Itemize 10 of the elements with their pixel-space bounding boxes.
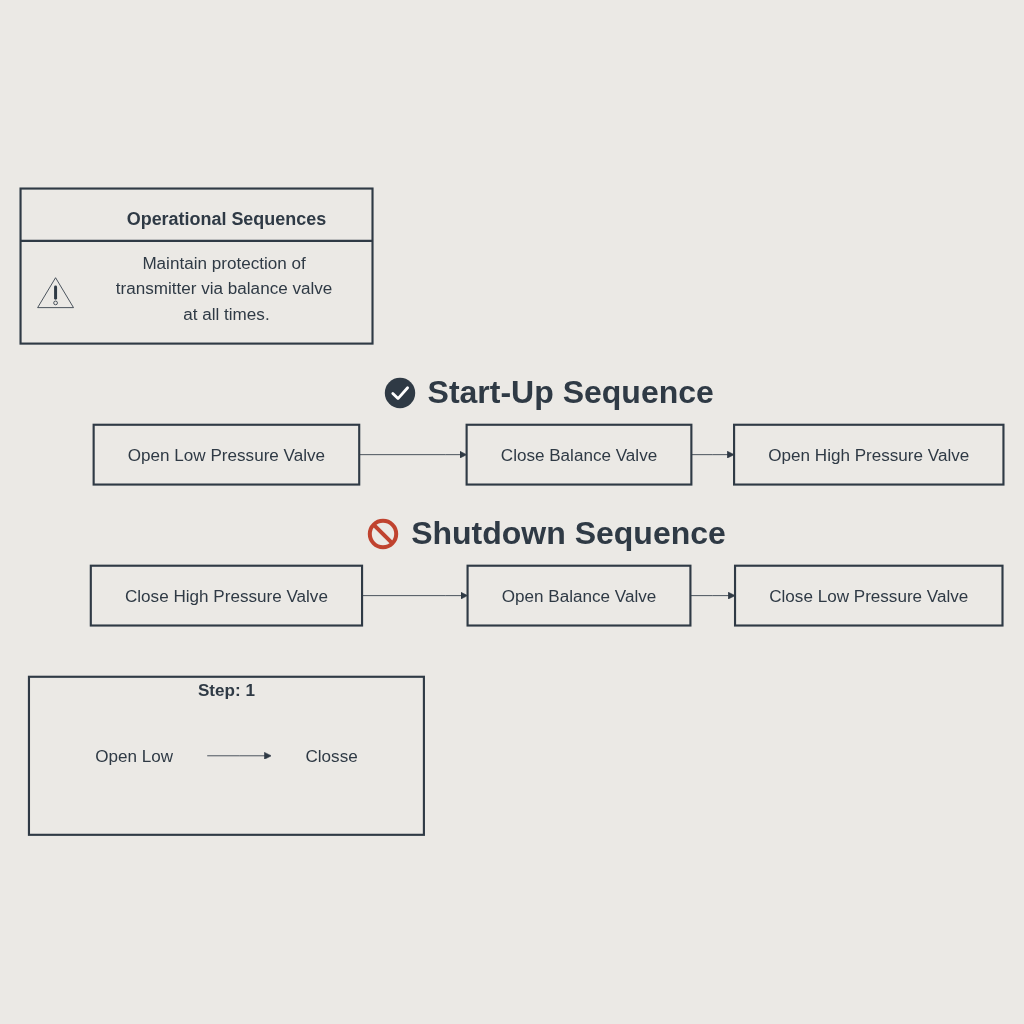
node-box: Open High Pressure Valve [733,424,1005,486]
node-box: Open Low Pressure Valve [92,424,361,486]
node-text: Open Low [95,746,174,766]
section-heading: Shutdown Sequence [411,515,726,552]
node-box: Close Balance Valve [465,424,693,486]
node-text: Closse [305,746,358,766]
node-box: Close Low Pressure Valve [733,564,1004,627]
node-box: Open Balance Valve [466,564,692,627]
node-box: Close High Pressure Valve [89,564,364,627]
section-heading: Start-Up Sequence [427,374,714,412]
